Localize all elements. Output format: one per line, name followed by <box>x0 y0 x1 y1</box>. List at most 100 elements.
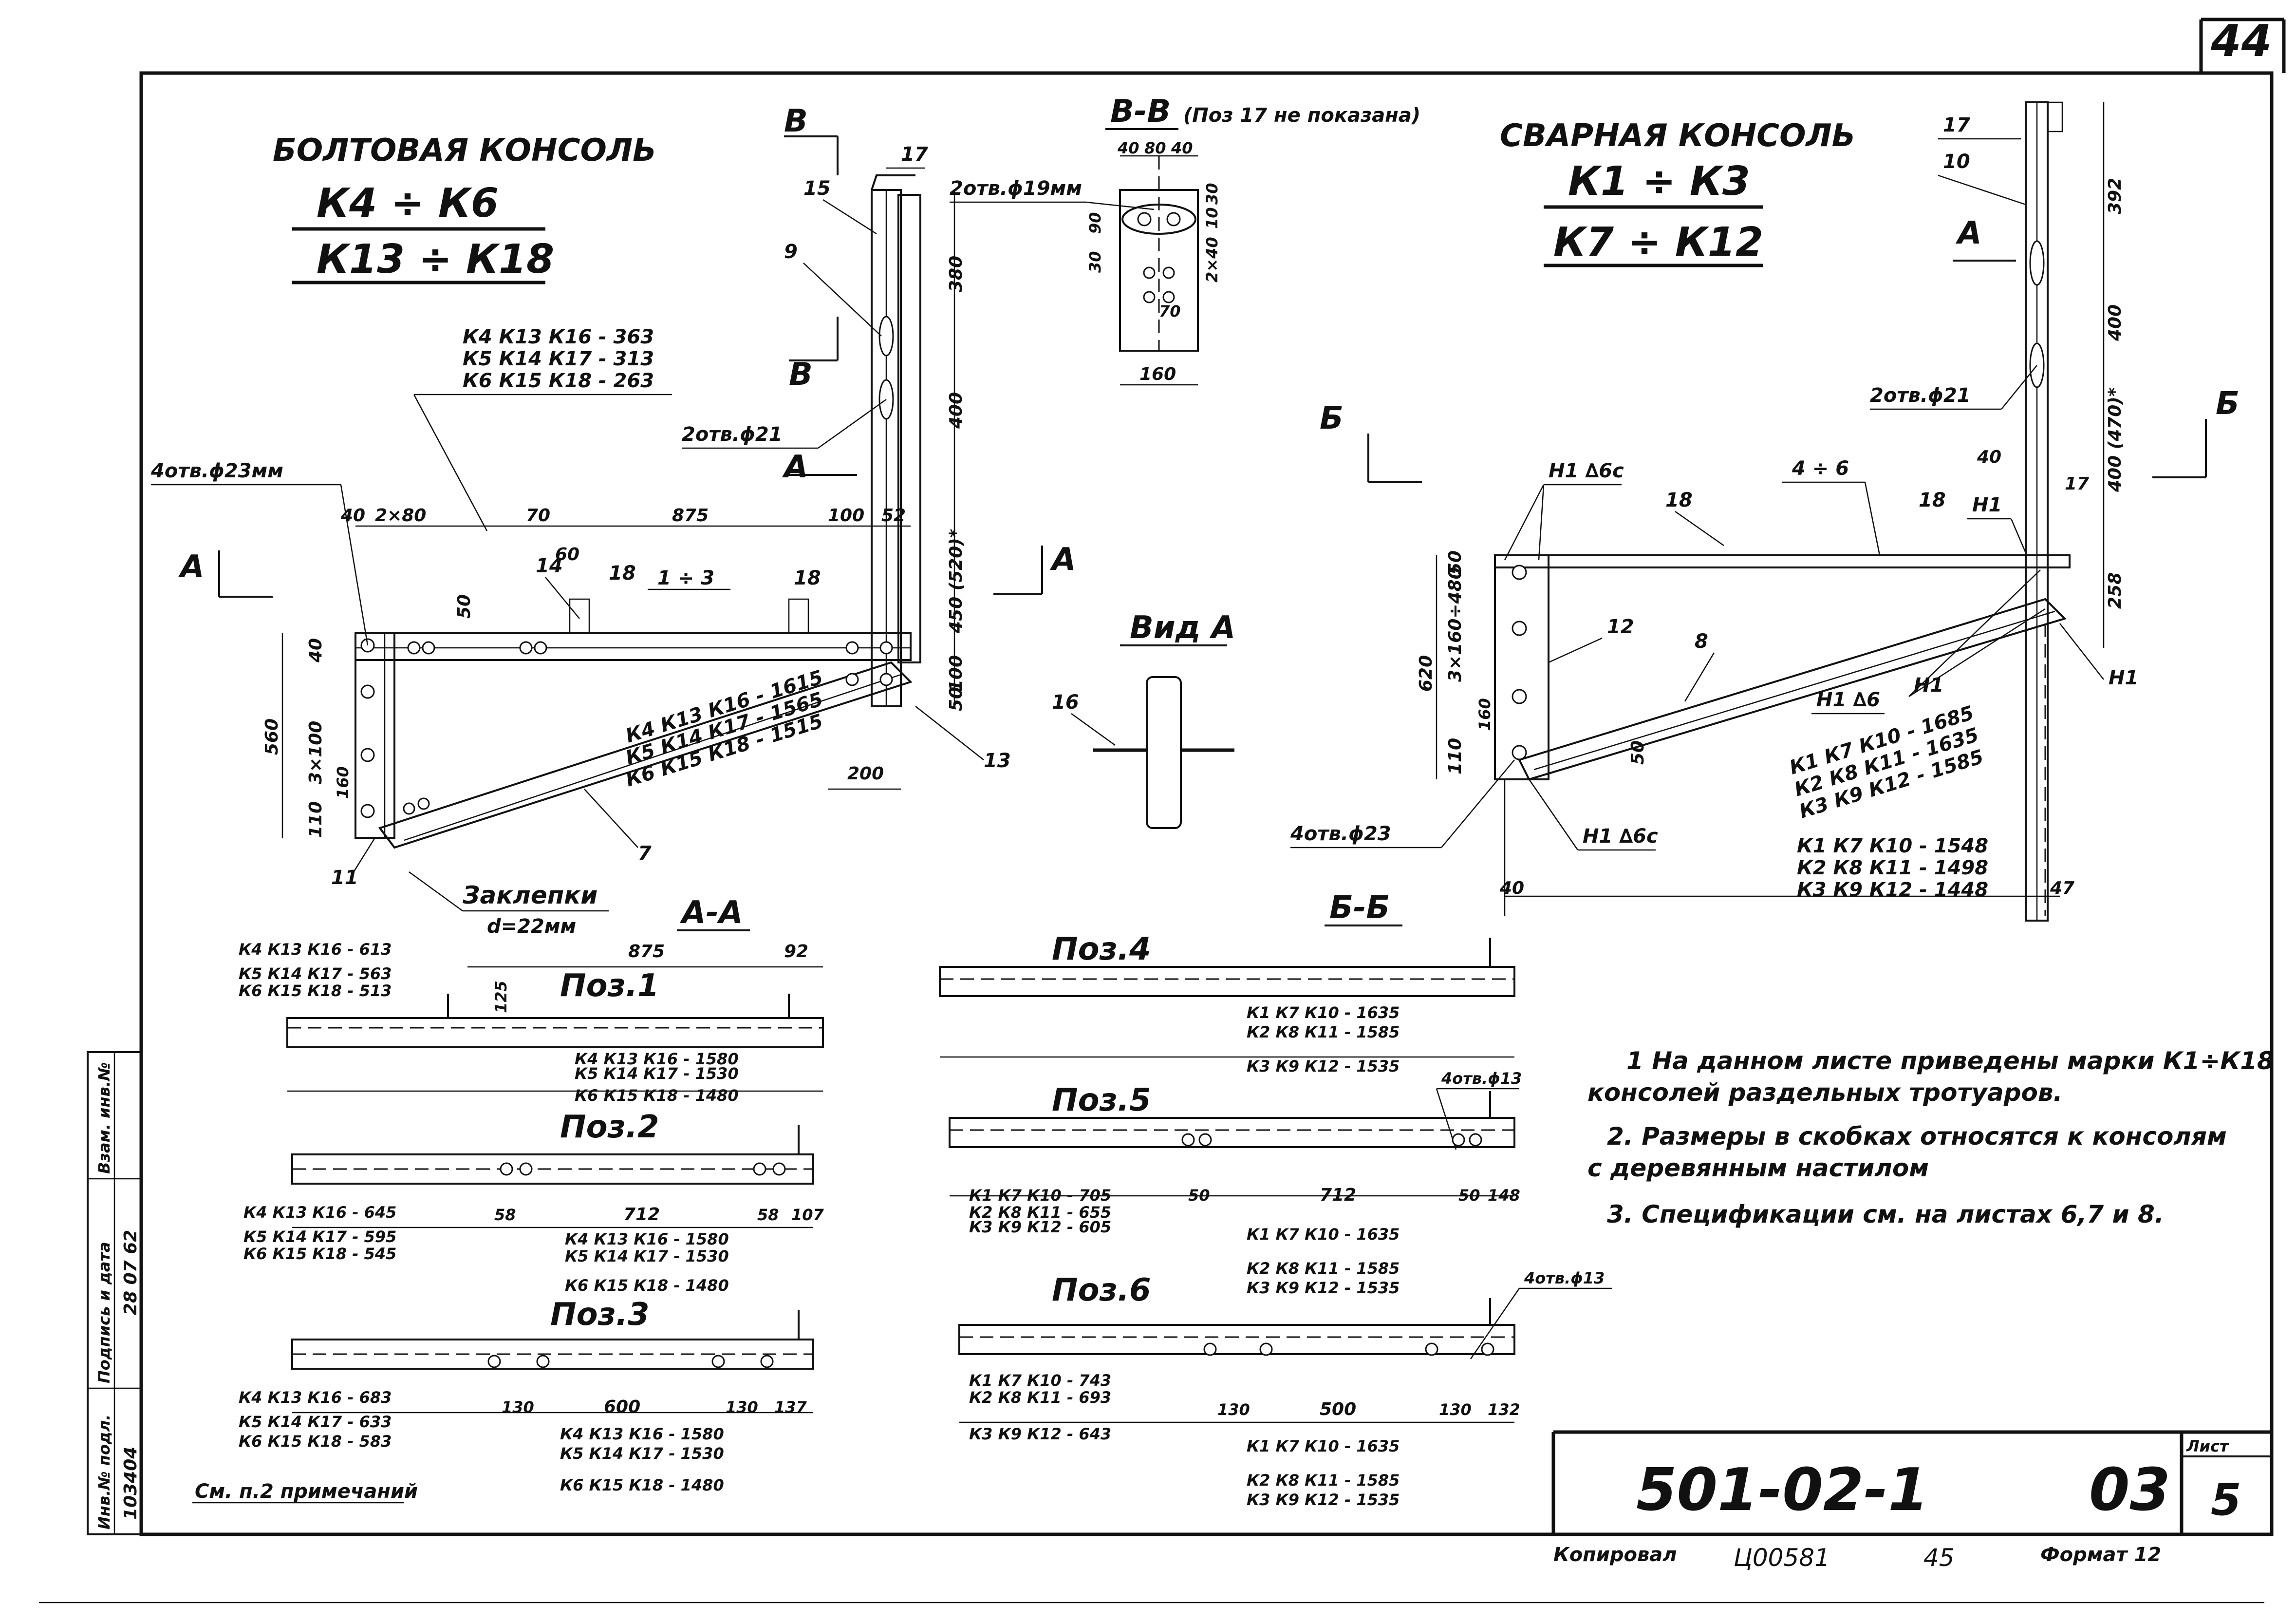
pos6-title: Поз.6 <box>1052 1272 1151 1308</box>
r-dim-392: 392 <box>2105 178 2125 214</box>
pos3-dim-137: 137 <box>774 1398 807 1416</box>
section-aa-title: А-А <box>679 895 743 931</box>
pos1-left-1: К4 К13 К16 - 613 <box>239 940 392 959</box>
bolted-console-title: БОЛТОВАЯ КОНСОЛЬ <box>273 132 656 169</box>
pos1-left-3: К6 К15 К18 - 513 <box>239 981 392 1000</box>
notes: 1 На данном листе приведены марки К1÷К18… <box>1587 1047 2274 1228</box>
pos1-dim-875: 875 <box>628 942 665 962</box>
pos1-right-1: К4 К13 К16 - 1580 <box>575 1050 739 1068</box>
sheet-frame <box>39 18 2286 1604</box>
pos1-drawing <box>286 966 824 1092</box>
dim-380: 380 <box>946 256 966 292</box>
pos-18-a: 18 <box>609 562 636 585</box>
pos4-list-3: К3 К9 К12 - 1535 <box>1247 1057 1400 1076</box>
pos6-right-2: К2 К8 К11 - 1585 <box>1247 1471 1400 1490</box>
r-section-B-left: Б <box>1320 400 1344 436</box>
dim-40: 40 <box>340 506 365 526</box>
pos1-title: Поз.1 <box>560 968 659 1004</box>
pos3-dim-130: 130 <box>502 1398 534 1416</box>
pos5-dim-50b: 50 <box>1458 1186 1480 1205</box>
r-span-4-6: 4 ÷ 6 <box>1792 457 1849 480</box>
r-len-2: К2 К8 К11 - 1498 <box>1797 857 1988 879</box>
bb-dim-40a: 40 <box>1117 139 1139 157</box>
pos6-dim-130b: 130 <box>1439 1400 1472 1419</box>
pos4-title: Поз.4 <box>1052 931 1151 967</box>
note-1-line-1: 1 На данном листе приведены марки К1÷К18 <box>1626 1047 2274 1075</box>
list-label: Лист <box>2186 1437 2230 1455</box>
holes-2-d21: 2отв.ϕ21 <box>682 423 783 446</box>
r-holes-4-d23: 4отв.ϕ23 <box>1290 823 1391 845</box>
pos5-dim-712: 712 <box>1320 1185 1356 1205</box>
pos1-dim-125: 125 <box>492 981 510 1013</box>
title-block: 501-02-1 03 Лист 5 <box>1551 1430 2272 1534</box>
r-dim-400-470: 400 (470)* <box>2105 387 2125 492</box>
r-dim-40: 40 <box>1977 447 2001 467</box>
bb-dim-70: 70 <box>1159 302 1181 321</box>
bb-dim-10: 10 <box>1203 207 1221 229</box>
copied-label: Копировал <box>1553 1544 1677 1566</box>
holes-4-d23: 4отв.ϕ23мм <box>150 460 283 482</box>
section-A-right: А <box>1049 542 1076 578</box>
pos-15: 15 <box>803 177 831 200</box>
pos1-right-2: К5 К14 К17 - 1530 <box>575 1064 739 1083</box>
pos2-dim-107: 107 <box>791 1206 824 1224</box>
dim-50b: 50 <box>946 687 966 711</box>
rivets-label: Заклепки <box>462 881 597 909</box>
r-pos-12: 12 <box>1607 616 1634 638</box>
dim-100b: 100 <box>946 655 966 692</box>
stamp-inv-no: Инв.№ подл. <box>95 1415 113 1529</box>
note-1-line-2: консолей раздельных тротуаров. <box>1587 1078 2063 1107</box>
section-bb-drawing <box>1119 155 1199 386</box>
pos5-holes: 4отв.ϕ13 <box>1441 1069 1522 1088</box>
pos5-left-2: К2 К8 К11 - 655 <box>969 1203 1111 1222</box>
pos-9: 9 <box>784 241 798 263</box>
r-dim-620: 620 <box>1416 655 1436 692</box>
drawing-code: 501-02-1 <box>1636 1456 1929 1524</box>
pos2-right-2: К5 К14 К17 - 1530 <box>565 1247 729 1265</box>
r-section-B-right: Б <box>2216 386 2240 422</box>
r-dim-47: 47 <box>2050 878 2074 898</box>
bolted-marks-2: К13 ÷ К18 <box>317 236 554 283</box>
dim-40b: 40 <box>306 638 326 663</box>
dim-2x80: 2×80 <box>375 506 426 526</box>
dim-3x100: 3×100 <box>306 721 326 784</box>
dim-110: 110 <box>306 801 326 838</box>
pos3-left-2: К5 К14 К17 - 633 <box>239 1413 392 1431</box>
side-stamp: Взам. инв.№ Подпись и дата Инв.№ подл. 2… <box>87 1051 142 1535</box>
pos2-left-3: К6 К15 К18 - 545 <box>243 1245 396 1263</box>
bb-dim-90: 90 <box>1086 212 1104 234</box>
pos2-title: Поз.2 <box>560 1109 659 1145</box>
section-A-view: А <box>782 449 808 485</box>
pos6-drawing <box>958 1298 1515 1423</box>
rivet-diameter: d=22мм <box>487 915 576 938</box>
holes-2-d19: 2отв.ϕ19мм <box>950 177 1082 200</box>
bb-dim-2x40: 2×40 <box>1203 237 1221 283</box>
len-table-row-1: К4 К13 К16 - 363 <box>463 326 654 348</box>
r-len-1: К1 К7 К10 - 1548 <box>1797 835 1988 857</box>
pos6-right-3: К3 К9 К12 - 1535 <box>1247 1491 1400 1509</box>
len-table-row-3: К6 К15 К18 - 263 <box>463 370 654 392</box>
pos5-right-3: К3 К9 К12 - 1535 <box>1247 1279 1400 1297</box>
pos6-holes: 4отв.ϕ13 <box>1524 1269 1605 1287</box>
pos2-dim-58: 58 <box>494 1206 516 1224</box>
r-dim-3x160-480: 3×160÷480 <box>1445 567 1465 682</box>
bb-dim-30a: 30 <box>1203 183 1221 205</box>
pos3-left-1: К4 К13 К16 - 683 <box>239 1388 392 1407</box>
pos1-dim-92: 92 <box>784 942 808 962</box>
pos2-right-3: К6 К15 К18 - 1480 <box>565 1276 729 1295</box>
pos-14: 14 <box>536 555 563 577</box>
section-bb-title: В-В <box>1110 94 1171 130</box>
dim-60: 60 <box>555 545 579 565</box>
pos5-title: Поз.5 <box>1052 1082 1151 1118</box>
dim-50: 50 <box>454 594 474 619</box>
dim-560: 560 <box>262 718 282 755</box>
pos5-right-2: К2 К8 К11 - 1585 <box>1247 1259 1400 1278</box>
dim-875: 875 <box>672 506 709 526</box>
pos6-left-3: К3 К9 К12 - 643 <box>969 1425 1111 1443</box>
stamp-inv-value: 103404 <box>121 1447 141 1520</box>
welded-marks-2: К7 ÷ К12 <box>1553 219 1763 265</box>
pos4-list-2: К2 К8 К11 - 1585 <box>1247 1023 1400 1041</box>
r-holes-2-d21: 2отв.ϕ21 <box>1870 384 1971 407</box>
pos2-left-1: К4 К13 К16 - 645 <box>243 1203 396 1222</box>
